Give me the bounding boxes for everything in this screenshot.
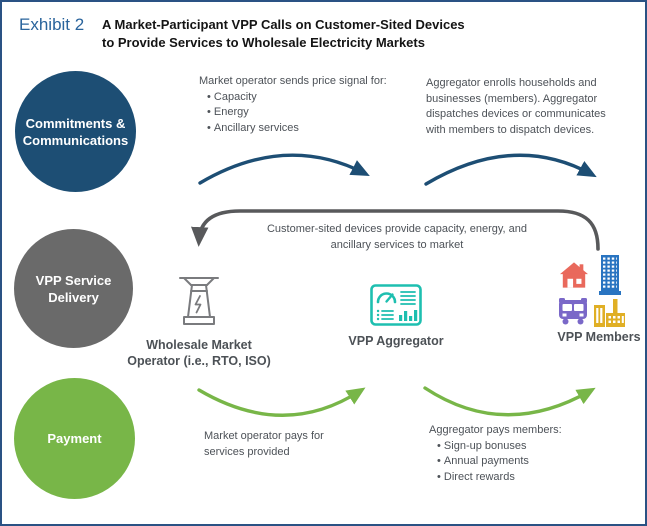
house-icon bbox=[560, 262, 588, 288]
services-to-market-note: Customer-sited devices provide capacity,… bbox=[266, 223, 528, 251]
transmission-tower-icon bbox=[179, 277, 219, 325]
price-signal-note: Market operator sends price signal for: … bbox=[199, 74, 427, 136]
price-signal-arrow bbox=[198, 153, 370, 185]
exhibit-title-line2: to Provide Services to Wholesale Electri… bbox=[102, 35, 425, 50]
aggregator-payment-note: Aggregator pays members: Sign-up bonuses… bbox=[429, 423, 634, 485]
vpp-members-label: VPP Members bbox=[557, 330, 641, 344]
bullet-item: Direct rewards bbox=[429, 470, 634, 486]
exhibit-title: A Market-Participant VPP Calls on Custom… bbox=[102, 16, 465, 52]
exhibit-title-line1: A Market-Participant VPP Calls on Custom… bbox=[102, 17, 465, 32]
market-operator-label: Wholesale Market Operator (i.e., RTO, IS… bbox=[127, 338, 271, 368]
operator-payment-arrow bbox=[197, 387, 366, 417]
stage-circle-commitments-communications: Commitments & Communications bbox=[15, 71, 136, 192]
stage-circle-payment: Payment bbox=[14, 378, 135, 499]
exhibit-number: Exhibit 2 bbox=[19, 15, 85, 34]
bus-icon bbox=[559, 298, 587, 325]
bullet-item: Sign-up bonuses bbox=[429, 439, 634, 455]
bullet-item: Capacity bbox=[199, 90, 427, 106]
operator-payment-note: Market operator pays for services provid… bbox=[204, 430, 324, 458]
bullet-item: Energy bbox=[199, 105, 427, 121]
office-building-icon bbox=[599, 255, 621, 295]
bullet-item: Ancillary services bbox=[199, 121, 427, 137]
enrollment-note: Aggregator enrolls households and busine… bbox=[426, 77, 606, 136]
vpp-aggregator-label: VPP Aggregator bbox=[348, 334, 444, 348]
enrollment-dispatch-arrow bbox=[424, 153, 597, 186]
dashboard-icon bbox=[370, 284, 422, 326]
stage-circle-vpp-service-delivery: VPP Service Delivery bbox=[14, 229, 133, 348]
bullet-item: Annual payments bbox=[429, 454, 634, 470]
commercial-buildings-icon bbox=[594, 299, 625, 327]
aggregator-payment-arrow bbox=[423, 386, 596, 417]
